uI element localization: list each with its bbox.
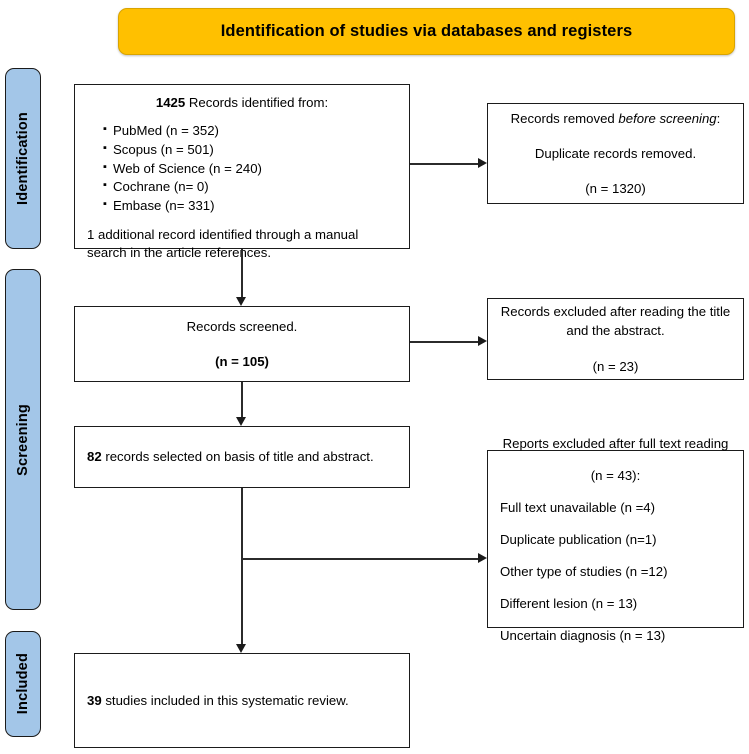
records-excluded-title-abstract-label: Records excluded after reading the title… [500, 304, 731, 339]
studies-included-count: 39 [87, 692, 102, 708]
list-item: Uncertain diagnosis (n = 13) [500, 627, 666, 643]
list-item: Duplicate publication (n=1) [500, 531, 657, 547]
arrow-down-icon [236, 297, 246, 306]
records-screened-count: (n = 105) [215, 354, 269, 369]
arrow-right-icon [478, 158, 487, 168]
box-records-excluded-title-abstract: Records excluded after reading the title… [487, 298, 744, 380]
records-removed-prefix: Records removed [510, 110, 619, 126]
stage-label-included-text: Included [15, 653, 31, 715]
records-selected-text: records selected on basis of title and a… [101, 449, 374, 465]
box-records-selected: 82 records selected on basis of title an… [74, 426, 410, 488]
records-removed-line-2: Duplicate records removed. [534, 145, 697, 161]
diagram-header-title: Identification of studies via databases … [220, 22, 633, 40]
records-screened-label: Records screened. [186, 318, 298, 334]
records-removed-emphasis: before screening [618, 110, 717, 126]
studies-included-text: studies included in this systematic revi… [101, 692, 349, 708]
stage-label-identification-text: Identification [15, 111, 31, 206]
records-removed-line-1: Records removed before screening: [500, 109, 731, 128]
connector-selected-to-excluded-full-text [241, 558, 478, 560]
box-studies-included: 39 studies included in this systematic r… [74, 653, 410, 748]
connector-selected-to-included [241, 488, 243, 644]
records-identified-heading-text: Records identified from: [185, 95, 329, 110]
list-item: PubMed (n = 352) [87, 122, 397, 141]
records-removed-count: (n = 1320) [585, 181, 646, 197]
arrow-down-icon [236, 417, 246, 426]
arrow-right-icon [478, 553, 487, 563]
connector-identified-to-screened [241, 249, 243, 297]
list-item: Other type of studies (n =12) [500, 563, 668, 579]
arrow-right-icon [478, 336, 487, 346]
studies-included-line: 39 studies included in this systematic r… [87, 691, 397, 710]
list-item: Scopus (n = 501) [87, 141, 397, 160]
stage-label-screening-text: Screening [15, 403, 31, 476]
diagram-header-banner: Identification of studies via databases … [118, 8, 735, 55]
records-selected-line: 82 records selected on basis of title an… [87, 447, 397, 466]
stage-label-screening: Screening [5, 269, 41, 610]
list-item: Full text unavailable (n =4) [500, 499, 656, 515]
reports-excluded-title: Reports excluded after full text reading [502, 435, 729, 451]
connector-screened-to-excluded [410, 341, 478, 343]
records-excluded-title-abstract-count: (n = 23) [592, 358, 639, 374]
list-item: Different lesion (n = 13) [500, 595, 638, 611]
records-selected-count: 82 [87, 449, 102, 465]
records-identified-source-list: PubMed (n = 352) Scopus (n = 501) Web of… [87, 122, 397, 216]
connector-screened-to-selected [241, 382, 243, 417]
records-identified-count: 1425 [155, 95, 186, 110]
arrow-down-icon [236, 644, 246, 653]
stage-label-included: Included [5, 631, 41, 737]
records-identified-heading: 1425 Records identified from: [87, 93, 397, 112]
box-records-removed: Records removed before screening: Duplic… [487, 103, 744, 204]
box-records-identified: 1425 Records identified from: PubMed (n … [74, 84, 410, 260]
box-reports-excluded-full-text: Reports excluded after full text reading… [487, 436, 744, 643]
records-removed-suffix: : [716, 110, 721, 126]
reports-excluded-count: (n = 43): [590, 467, 641, 483]
list-item: Cochrane (n= 0) [87, 178, 397, 197]
list-item: Web of Science (n = 240) [87, 160, 397, 179]
stage-label-identification: Identification [5, 68, 41, 249]
list-item: Embase (n= 331) [87, 197, 397, 216]
records-identified-additional-note: 1 additional record identified through a… [87, 226, 359, 261]
connector-identified-to-removed [410, 163, 478, 165]
box-records-screened: Records screened. (n = 105) [74, 306, 410, 382]
